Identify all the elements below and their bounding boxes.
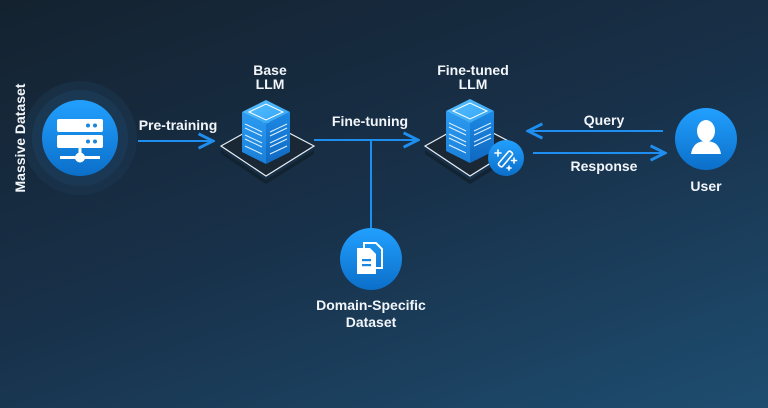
domain-dataset-node[interactable] xyxy=(340,228,402,290)
query-label: Query xyxy=(583,112,625,128)
server-stack-icon xyxy=(242,100,290,164)
fine-tuned-llm-label-line1: Fine-tuned xyxy=(437,62,509,78)
base-llm-label-line1: Base xyxy=(253,62,287,78)
base-llm-label: Base LLM xyxy=(230,63,310,91)
massive-dataset-label: Massive Dataset xyxy=(12,83,28,193)
user-node[interactable] xyxy=(675,108,737,170)
massive-dataset-node[interactable] xyxy=(23,81,137,195)
user-label: User xyxy=(690,178,722,194)
base-llm-node[interactable] xyxy=(219,100,316,184)
base-llm-label-line2: LLM xyxy=(255,76,285,92)
response-label: Response xyxy=(570,158,638,174)
server-network-icon xyxy=(57,119,103,163)
documents-icon xyxy=(357,242,383,274)
magic-wand-badge xyxy=(488,140,524,176)
domain-dataset-label: Domain-Specific Dataset xyxy=(291,297,451,331)
domain-dataset-label-line1: Domain-Specific xyxy=(316,297,426,313)
server-stack-icon xyxy=(446,99,494,163)
user-icon xyxy=(691,120,721,154)
edge-finetuning xyxy=(314,140,418,229)
domain-dataset-label-line2: Dataset xyxy=(345,314,397,330)
fine-tuned-llm-label: Fine-tuned LLM xyxy=(413,63,533,91)
magic-wand-icon xyxy=(494,149,518,171)
fine-tuned-llm-node[interactable] xyxy=(423,99,524,184)
finetuning-label: Fine-tuning xyxy=(331,113,409,129)
fine-tuned-llm-label-line2: LLM xyxy=(458,76,488,92)
pretraining-label: Pre-training xyxy=(138,117,218,133)
